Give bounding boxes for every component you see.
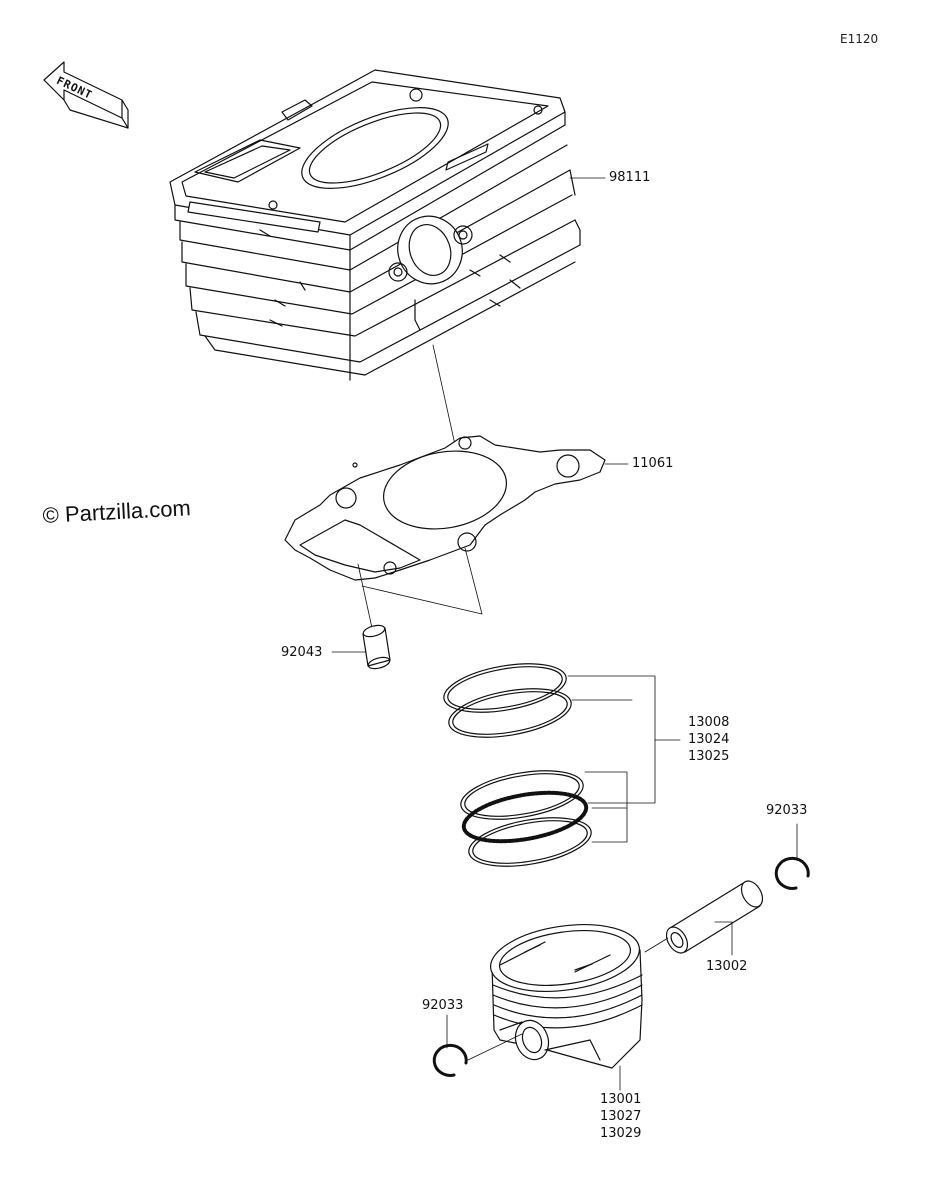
piston bbox=[486, 916, 643, 1068]
leader-rings bbox=[568, 676, 680, 842]
callout-piston-3[interactable]: 13029 bbox=[600, 1126, 642, 1141]
piston-pin bbox=[662, 877, 767, 956]
cylinder-block bbox=[170, 70, 580, 380]
cylinder-gasket bbox=[285, 436, 605, 580]
assembly-lines-dowel bbox=[358, 564, 372, 628]
leader-pin bbox=[715, 922, 732, 955]
callout-dowel[interactable]: 92043 bbox=[281, 645, 323, 660]
circlip-right bbox=[776, 858, 808, 888]
callout-rings-1[interactable]: 13008 bbox=[688, 715, 730, 730]
callout-rings-2[interactable]: 13024 bbox=[688, 732, 730, 747]
circlip-left bbox=[434, 1045, 466, 1075]
assembly-lines-triangle bbox=[362, 548, 482, 614]
piston-rings bbox=[440, 656, 595, 875]
callout-cylinder[interactable]: 98111 bbox=[609, 170, 651, 185]
front-arrow-icon bbox=[44, 62, 128, 128]
callout-piston-1[interactable]: 13001 bbox=[600, 1092, 642, 1107]
diagram-code: E1120 bbox=[840, 32, 879, 46]
pin-axis bbox=[645, 938, 668, 952]
piston-axis bbox=[468, 1034, 522, 1060]
callout-clip-right[interactable]: 92033 bbox=[766, 803, 808, 818]
callout-pin[interactable]: 13002 bbox=[706, 959, 748, 974]
callout-rings-3[interactable]: 13025 bbox=[688, 749, 730, 764]
callout-piston-2[interactable]: 13027 bbox=[600, 1109, 642, 1124]
callout-clip-left[interactable]: 92033 bbox=[422, 998, 464, 1013]
callout-gasket[interactable]: 11061 bbox=[632, 456, 674, 471]
dowel-pin bbox=[362, 623, 391, 670]
